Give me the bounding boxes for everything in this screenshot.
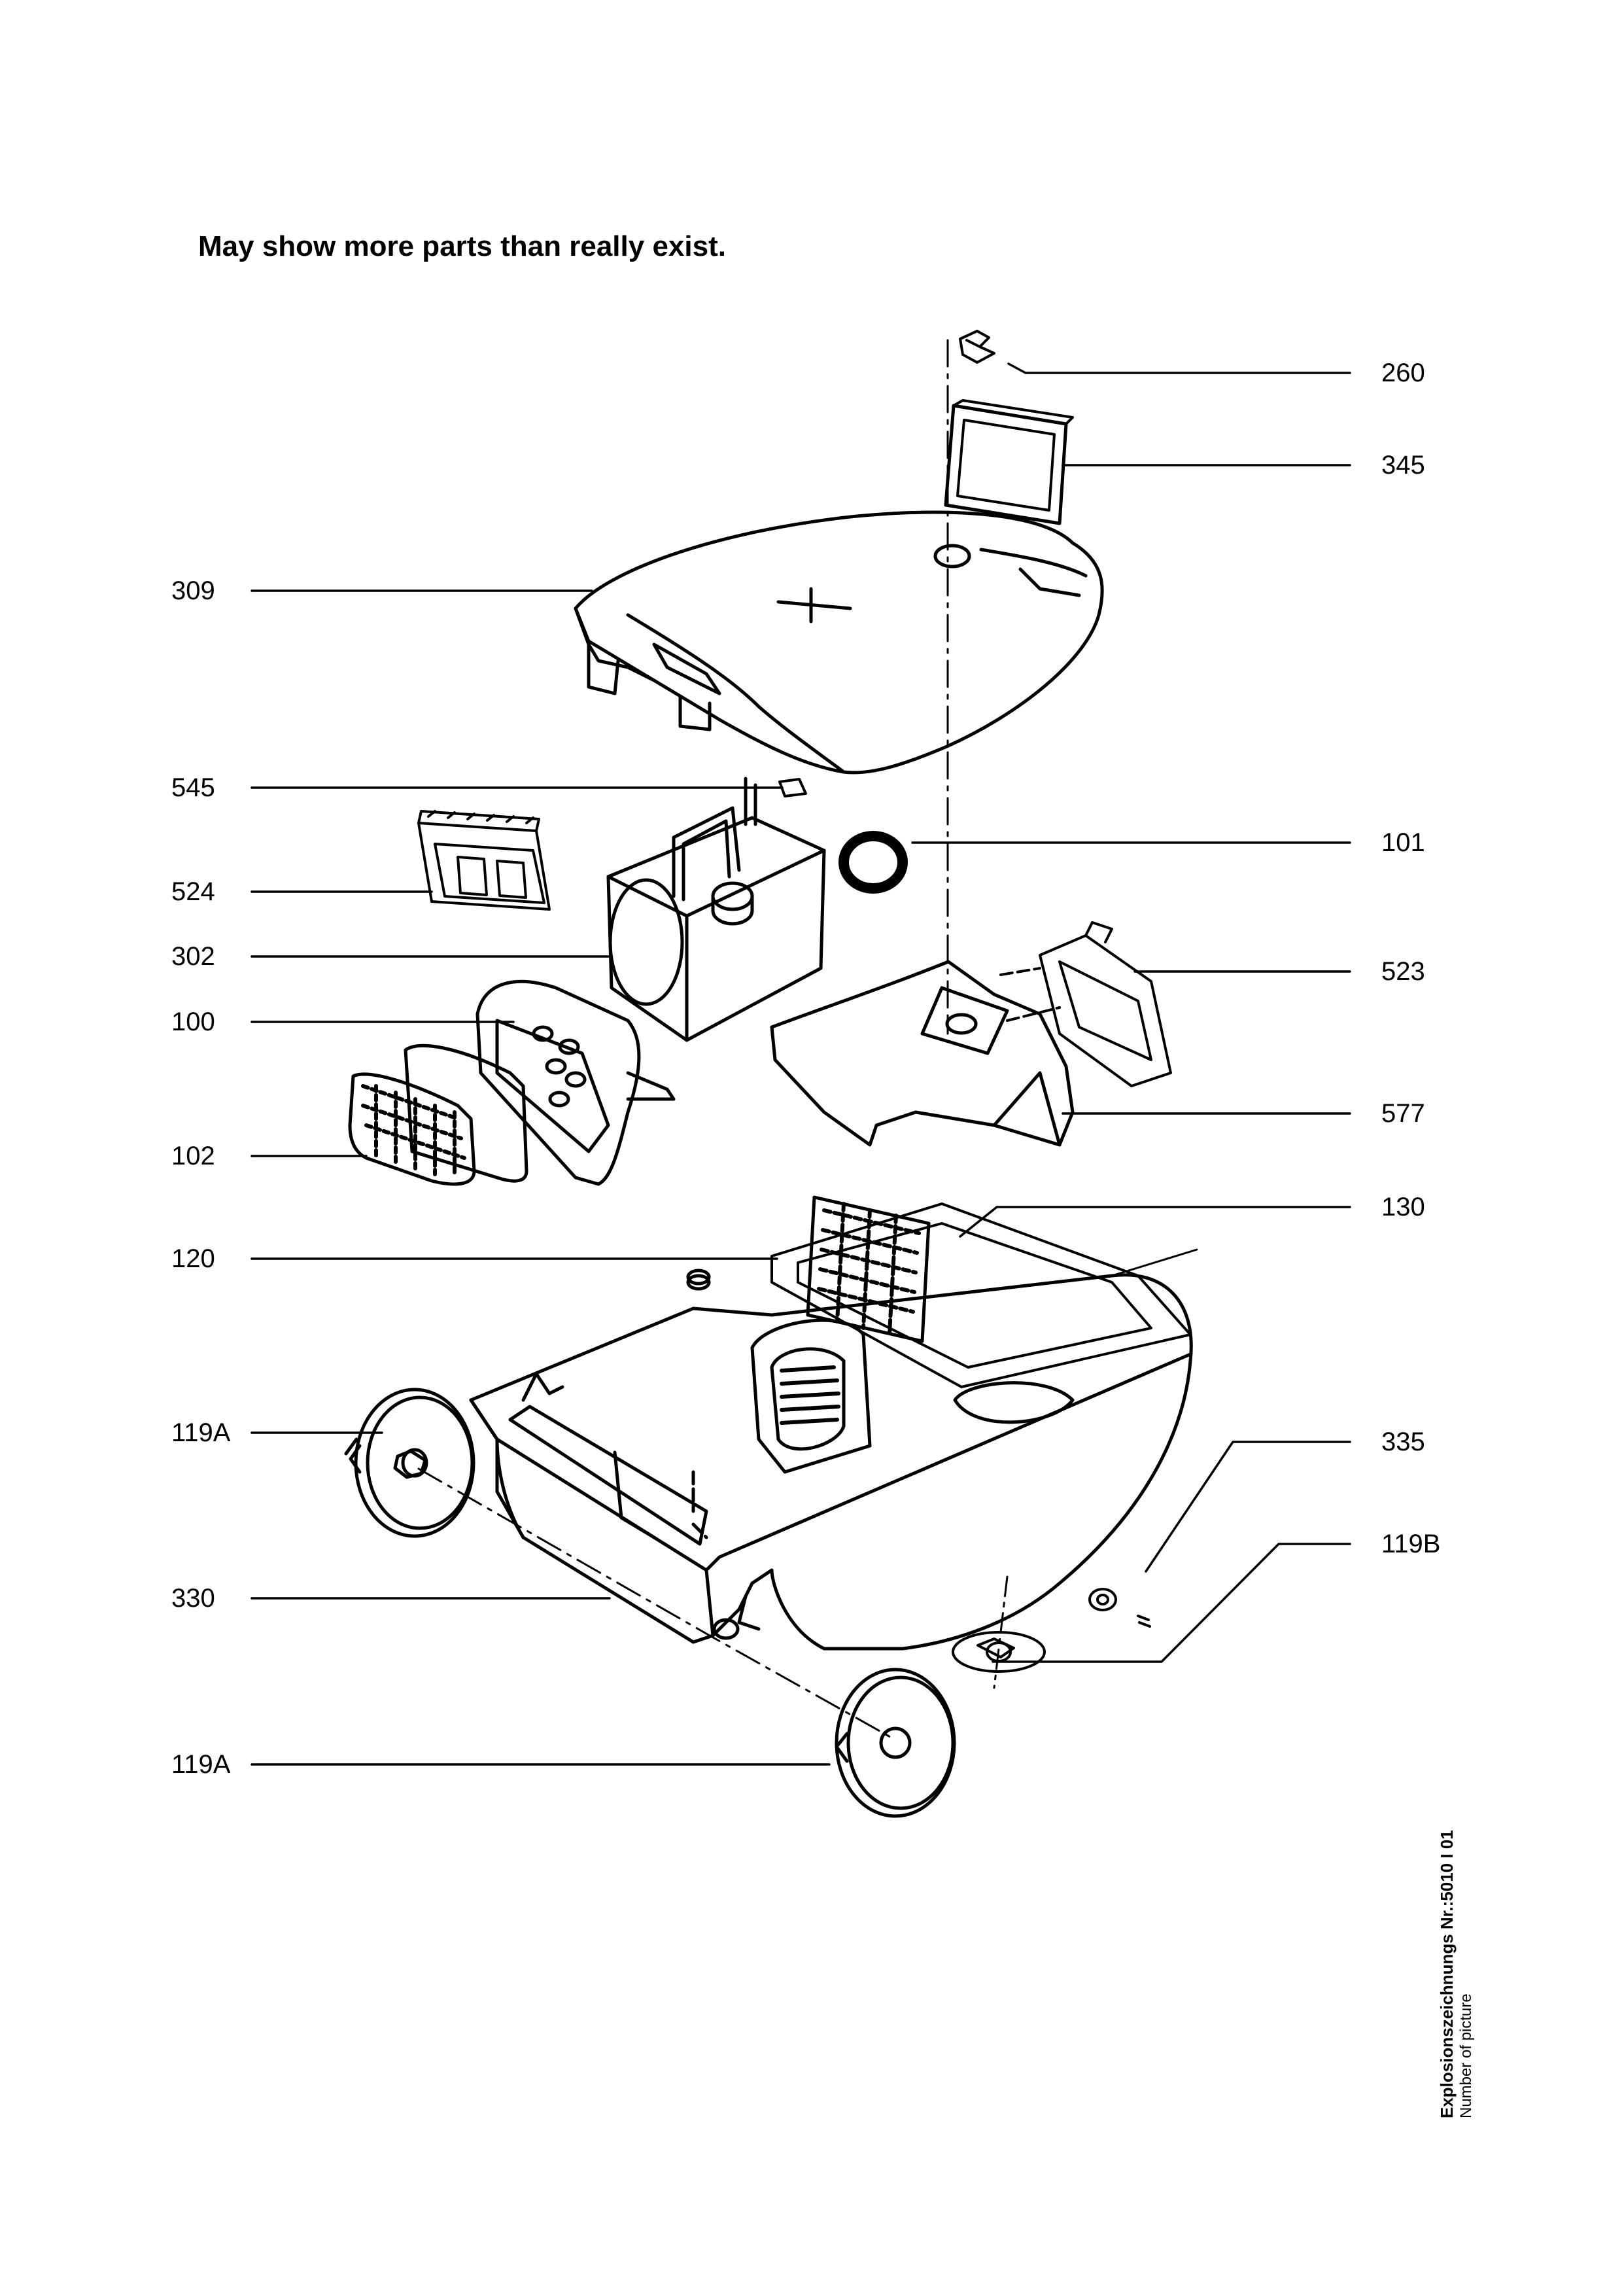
axis-wheel	[417, 1467, 897, 1742]
callout-330: 330	[171, 1584, 215, 1613]
drawing-number-block: Explosionszeichnungs Nr.:5010 I 01 Numbe…	[1437, 1830, 1475, 2118]
part-577-diffuser	[770, 960, 1075, 1147]
callout-524: 524	[171, 877, 215, 906]
callout-119B: 119B	[1381, 1530, 1441, 1558]
part-309-lid	[574, 510, 1104, 775]
part-260-clip	[959, 330, 995, 364]
part-100-filterhousing	[475, 979, 676, 1186]
callout-100: 100	[171, 1007, 215, 1036]
callout-309: 309	[171, 576, 215, 605]
part-119A-wheel-top	[344, 1388, 475, 1538]
callout-101: 101	[1381, 828, 1425, 857]
part-119A-wheel-bottom	[835, 1668, 956, 1818]
part-102-filters	[348, 1043, 528, 1186]
part-524-bagholder	[417, 810, 551, 911]
part-302-bagbox	[606, 777, 826, 1042]
callout-120: 120	[171, 1244, 215, 1273]
callout-102: 102	[171, 1142, 215, 1170]
callout-577: 577	[1381, 1099, 1425, 1128]
callout-335: 335	[1381, 1428, 1425, 1456]
callout-345: 345	[1381, 451, 1425, 480]
callout-545: 545	[171, 773, 215, 802]
part-330-base	[469, 1248, 1198, 1651]
callout-302: 302	[171, 942, 215, 971]
part-101-ring	[838, 831, 908, 894]
callout-119A-top: 119A	[171, 1418, 231, 1447]
part-345-frame	[944, 399, 1074, 525]
drawing-number-caption: Number of picture	[1457, 1993, 1475, 2118]
part-523-bracket	[999, 921, 1172, 1087]
drawing-number: Explosionszeichnungs Nr.:5010 I 01	[1437, 1830, 1457, 2118]
part-119B	[952, 1575, 1046, 1689]
leader-335	[1145, 1441, 1351, 1573]
diagram-title: May show more parts than really exist.	[198, 230, 726, 262]
callout-523: 523	[1381, 957, 1425, 986]
leader-130	[959, 1206, 1351, 1238]
part-130-grille	[806, 1195, 931, 1343]
callout-119A-bottom: 119A	[171, 1750, 231, 1779]
leader-119B	[992, 1543, 1351, 1663]
part-545	[778, 778, 807, 797]
callout-260: 260	[1381, 359, 1425, 387]
leader-260	[1007, 362, 1351, 374]
part-335	[1088, 1588, 1151, 1628]
leader-lines	[251, 362, 1351, 1766]
callout-130: 130	[1381, 1193, 1425, 1221]
